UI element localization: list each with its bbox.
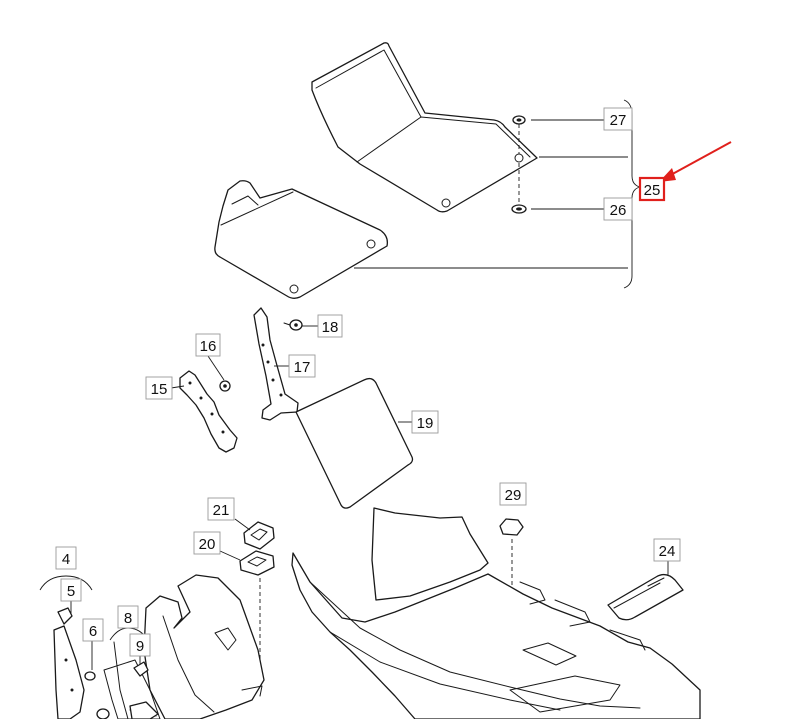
grommet-part-27	[512, 115, 526, 125]
svg-text:9: 9	[136, 638, 144, 655]
svg-text:21: 21	[213, 502, 230, 519]
left-side-trim	[103, 574, 265, 719]
highlight-arrow	[659, 141, 732, 182]
insulation-pad-part-19	[295, 377, 414, 509]
label-27: 27	[603, 107, 633, 131]
edge-strip-parts-4-9	[39, 575, 159, 719]
svg-text:6: 6	[89, 623, 97, 640]
svg-text:4: 4	[62, 551, 70, 568]
front-floor-mat	[311, 42, 538, 213]
label-21: 21	[207, 497, 235, 521]
svg-text:24: 24	[659, 543, 676, 560]
svg-text:18: 18	[322, 319, 339, 336]
label-26: 26	[603, 197, 633, 221]
clip-part-21	[243, 521, 275, 550]
svg-text:19: 19	[417, 415, 434, 432]
svg-text:16: 16	[200, 338, 217, 355]
bracket-part-15	[179, 370, 238, 453]
label-16: 16	[195, 333, 221, 357]
label-25-highlighted: 25	[638, 176, 666, 202]
label-5: 5	[60, 578, 82, 602]
label-24: 24	[653, 538, 681, 562]
label-6: 6	[82, 618, 104, 642]
label-29: 29	[499, 482, 527, 506]
nut-part-16	[219, 380, 231, 392]
svg-text:15: 15	[151, 381, 168, 398]
bracket-part-17	[253, 307, 299, 421]
label-4: 4	[55, 546, 77, 570]
label-18: 18	[317, 314, 343, 338]
clip-part-29	[499, 518, 524, 536]
svg-text:26: 26	[610, 202, 627, 219]
label-9: 9	[129, 633, 151, 657]
label-15: 15	[145, 376, 173, 400]
grommet-part-26	[511, 204, 527, 214]
clip-part-20	[239, 550, 275, 576]
svg-text:17: 17	[294, 359, 311, 376]
screw-part-18	[283, 319, 303, 331]
label-17: 17	[288, 354, 316, 378]
floor-tunnel-trim	[291, 507, 701, 719]
rear-floor-mat	[214, 180, 388, 299]
svg-text:8: 8	[124, 610, 132, 627]
label-8: 8	[117, 605, 139, 629]
svg-text:27: 27	[610, 112, 627, 129]
svg-text:5: 5	[67, 583, 75, 600]
svg-text:25: 25	[644, 182, 661, 199]
cover-part-24	[607, 558, 684, 621]
svg-text:20: 20	[199, 536, 216, 553]
label-20: 20	[193, 531, 221, 555]
label-19: 19	[411, 410, 439, 434]
svg-text:29: 29	[505, 487, 522, 504]
